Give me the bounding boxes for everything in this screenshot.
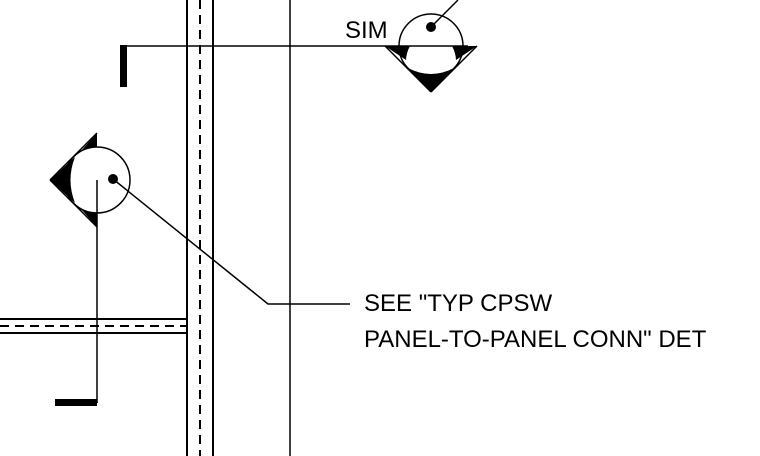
note-line-1: SEE "TYP CPSW xyxy=(364,290,552,317)
note-leader xyxy=(112,178,350,305)
horizontal-wall xyxy=(0,318,187,334)
vertical-wall xyxy=(186,0,214,456)
section-cut-top xyxy=(120,45,468,87)
marker-diamond-left xyxy=(384,45,432,93)
leader-top xyxy=(430,0,459,28)
marker-arrow-left xyxy=(385,46,410,60)
note-line-2: PANEL-TO-PANEL CONN" DET xyxy=(364,326,707,353)
section-marker-top xyxy=(384,0,478,93)
marker-arrow-bottom xyxy=(408,68,454,92)
marker-arrow-left xyxy=(50,157,75,203)
marker-diamond-bottom xyxy=(49,179,98,228)
cut-end-tick-top xyxy=(120,45,127,87)
marker-diamond-right xyxy=(430,45,478,93)
marker-diamond-top xyxy=(49,132,98,181)
marker-arrow-right xyxy=(452,46,477,60)
sim-label: SIM xyxy=(345,17,388,44)
cut-end-tick-bottom xyxy=(55,399,97,406)
section-marker-left xyxy=(49,132,131,406)
